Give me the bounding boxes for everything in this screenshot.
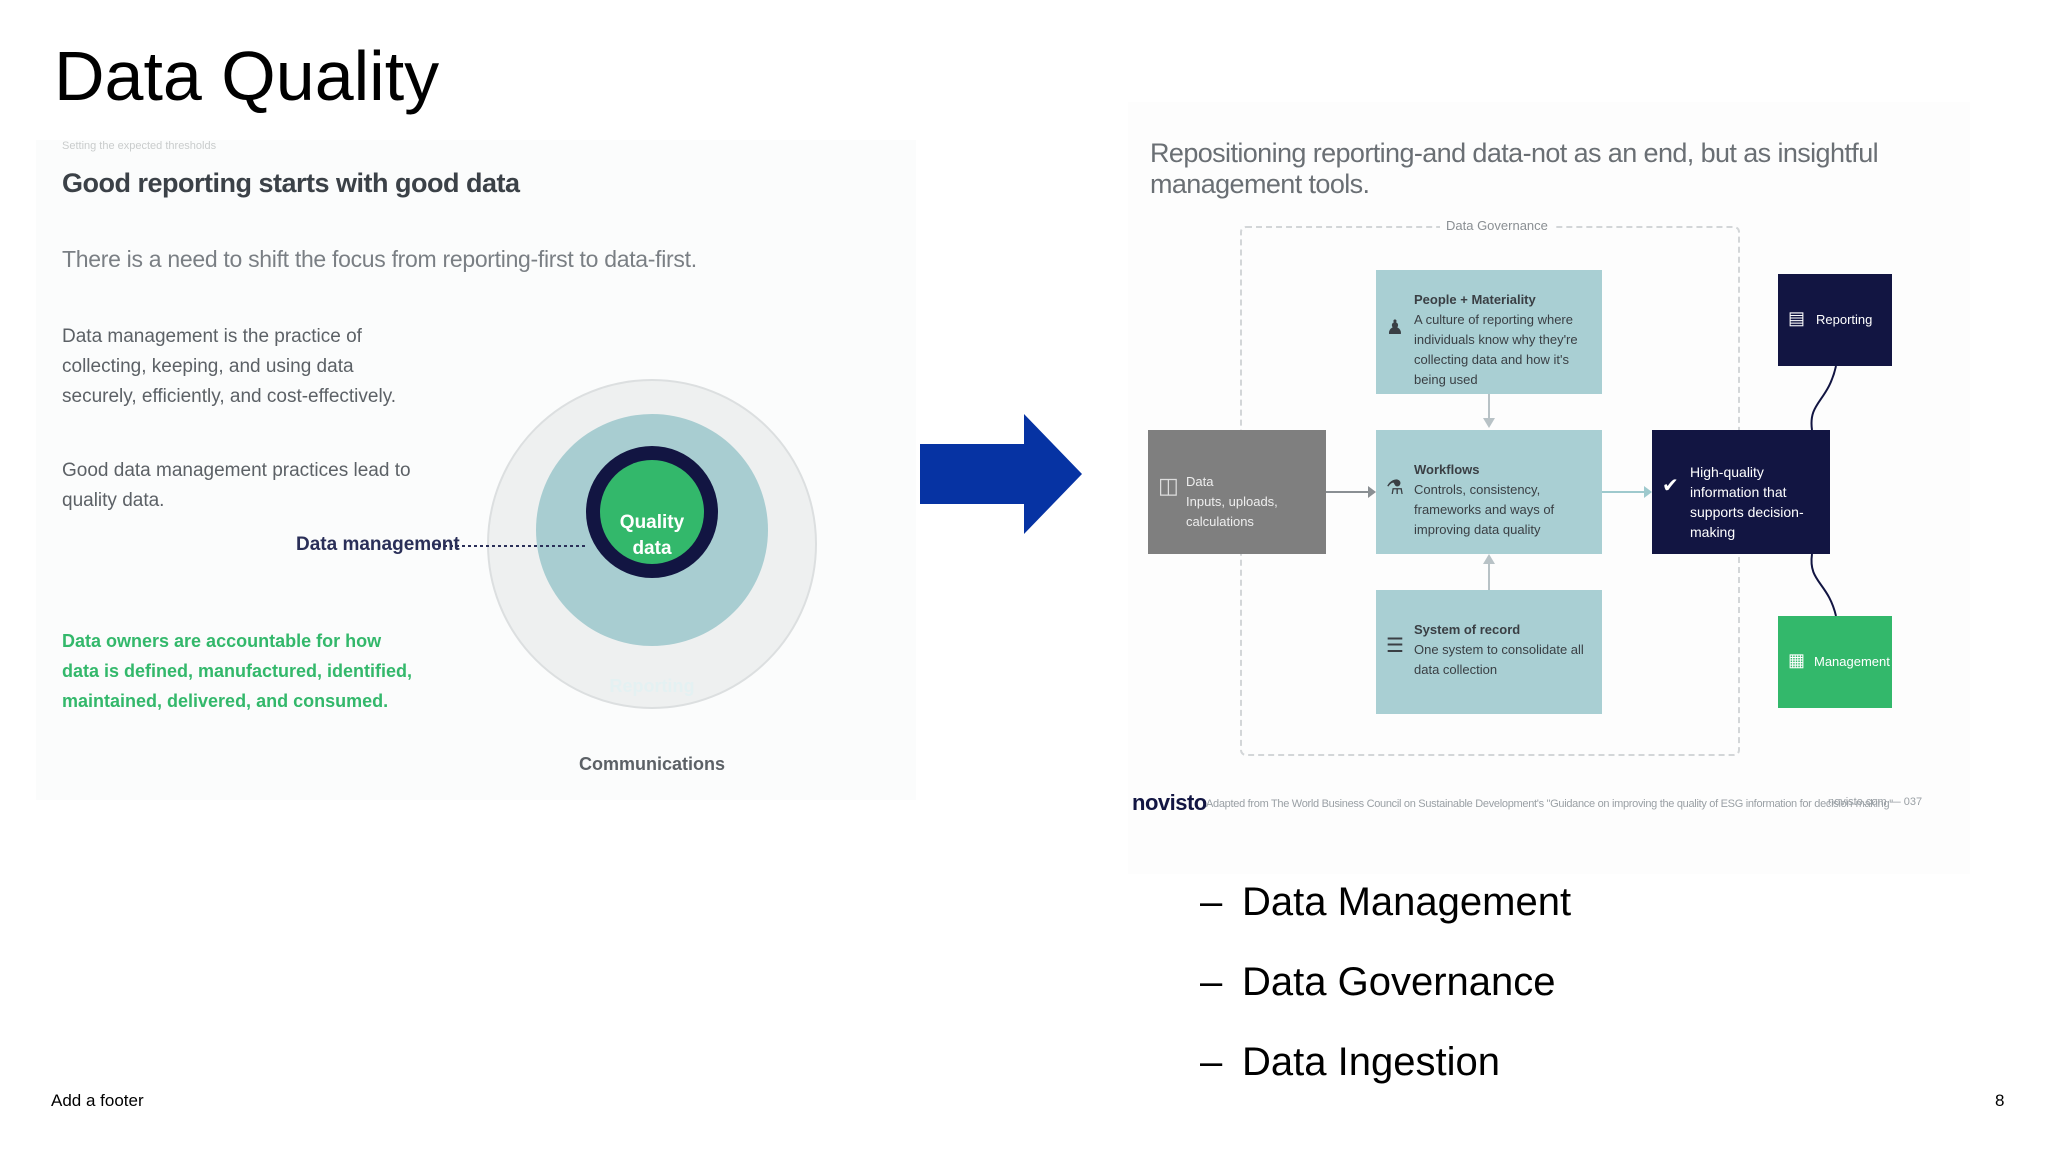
reporting-ring-label: Reporting (609, 676, 695, 696)
left-paragraph-1: Data management is the practice of colle… (62, 326, 397, 407)
data-management-label: Data management (296, 534, 460, 555)
quality-data-label: Quality data (619, 512, 685, 559)
bullet-item: –Data Ingestion (1200, 1040, 1500, 1084)
database-icon: ◫ (1158, 473, 1179, 498)
footer-text[interactable]: Add a footer (51, 1091, 144, 1110)
people-icon: ♟ (1386, 317, 1404, 339)
report-icon: ▤ (1788, 308, 1806, 328)
slide-title: Data Quality (54, 37, 440, 115)
left-green-text: Data owners are accountable for how data… (62, 631, 413, 711)
presentation-icon: ▦ (1788, 650, 1806, 670)
bullet-item: –Data Governance (1200, 960, 1556, 1004)
source-page-ref: novisto.com — 037 (1828, 796, 1923, 808)
source-caption: Adapted from The World Business Council … (1206, 798, 1893, 810)
bullet-item: –Data Management (1200, 880, 1572, 924)
left-subheading: There is a need to shift the focus from … (62, 246, 697, 272)
management-box: ▦ Management (1778, 616, 1892, 708)
governance-connectors (1326, 365, 1837, 617)
check-badge-icon: ✔ (1662, 475, 1679, 497)
high-quality-information-box: ✔ High-quality information that supports… (1652, 430, 1830, 554)
data-governance-label: Data Governance (1440, 218, 1554, 233)
right-arrow-icon (920, 414, 1082, 534)
communications-label: Communications (578, 754, 725, 774)
quality-data-core (600, 460, 704, 564)
flask-icon: ⚗ (1386, 477, 1404, 499)
data-governance-diagram-image: Repositioning reporting-and data-not as … (1128, 102, 1970, 874)
faint-top-text: Setting the expected thresholds (62, 140, 217, 152)
connector-hq-management (1810, 553, 1837, 617)
page-number: 8 (1995, 1091, 2005, 1110)
reporting-box: ▤ Reporting (1778, 274, 1892, 366)
quality-rings-diagram (438, 379, 817, 709)
layers-icon: ☰ (1386, 635, 1404, 657)
left-heading: Good reporting starts with good data (62, 168, 520, 198)
right-heading: Repositioning reporting-and data-not as … (1150, 138, 1879, 199)
novisto-logo: novisto (1132, 790, 1207, 815)
data-input-box: ◫ Data Inputs, uploads, calculations (1148, 430, 1326, 554)
connector-hq-reporting (1810, 365, 1837, 431)
data-quality-diagram-image: Setting the expected thresholds Good rep… (36, 140, 916, 800)
left-paragraph-2: Good data management practices lead to q… (62, 460, 411, 511)
